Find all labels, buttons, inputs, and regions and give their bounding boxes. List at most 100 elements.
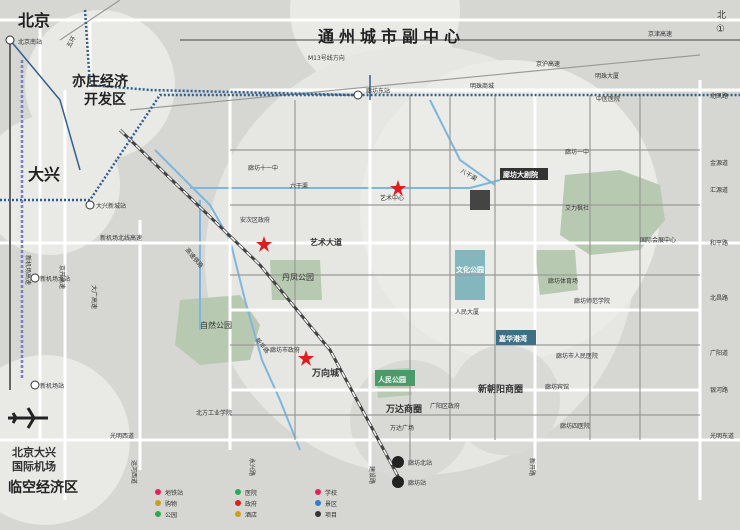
ziran-park-shape [175,295,260,365]
place-danfeng: 丹凤公园 [282,273,314,282]
langfang-inner-circle [360,60,660,360]
metro-line-a [83,9,740,97]
legend-items: 地铁站医院学校购物政府景区公园酒店项目 [155,489,337,519]
place-wanda: 万达商圈 [385,403,422,415]
gym-park-shape [535,250,578,295]
region-lingkong: 临空经济区 [8,479,78,496]
river-baqian [429,99,496,186]
station-airport-n-icon [30,273,40,283]
station-airport-new-icon [30,380,40,390]
legend-label: 酒店 [245,511,257,519]
road-jinghu: 京津高速 [648,30,672,38]
station-langfang-east: 廊坊东站 [366,87,390,95]
major-roads [0,18,740,500]
station-langfang-east-icon [353,90,363,100]
road-jianshe: 建设路 [368,466,376,484]
legend-label: 医院 [245,489,257,497]
place-plaza: 国际会展中心 [640,236,676,244]
region-tongzhou: 通州城市副中心 [318,27,465,46]
place-jiahua-bg [496,330,536,345]
airplane-icon [8,407,48,429]
place-gov: 廊坊市政府 [270,346,300,354]
minor-roads [59,0,701,460]
place-xinchao: 新朝阳商圈 [478,383,523,395]
legend-bg [150,485,390,525]
star-icon-1 [390,180,406,196]
place-wanxiang: 万向城 [311,367,339,379]
place-ziran: 自然公园 [200,320,232,330]
rivers [154,99,501,451]
legend-swatch-icon [155,500,161,506]
legend-label: 地铁站 [165,489,183,497]
station-airport-new: 新机场站 [40,382,64,390]
purple-1 [9,39,81,171]
station-airport-n: 新机场北站 [40,275,70,283]
legend-label: 学校 [325,489,337,497]
station-m13: M13号线方向 [308,54,345,62]
station-langfang: 廊坊站 [408,479,426,487]
place-jiahua: 嘉华港湾 [498,334,527,343]
gov-star-icons [256,180,406,366]
star-icon-2 [256,236,272,252]
region-airport-1: 北京大兴 [12,445,56,459]
road-beifeng: 北凤路 [710,92,728,100]
high-speed-railway-dash [119,129,401,481]
place-renmin: 人民公园 [378,375,406,384]
place-north-gym: 北方工业学院 [196,409,232,417]
legend-swatch-icon [235,489,241,495]
project-marker-bg [500,168,548,180]
road-liuqian: 六干渠 [290,182,308,190]
road-yinhe: 银河路 [710,386,728,394]
place-school2: 廊坊十一中 [248,164,278,172]
road-airport-link: 新机场北线高速 [100,234,142,242]
xinchao-circle [450,345,560,455]
road-guangming-e: 光明东道 [710,432,734,440]
road-art: 艺术大道 [310,237,342,247]
daxing-circle [0,115,120,255]
road-yunhe: 运河西道 [130,460,138,484]
road-yongxing: 永兴路 [248,458,256,476]
place-school1: 廊坊师范学院 [574,297,610,305]
metro-line-b [0,93,360,202]
place-art-center: 艺术中心 [380,194,404,202]
river-1 [154,149,301,451]
purple-lines [9,39,371,171]
place-guangyang-gov: 广阳区政府 [430,402,460,410]
stations: 北京南站 大兴新城站 新机场北站 新机场站 廊坊东站 M13号线方向 廊坊北站 … [5,35,432,488]
legend-label: 购物 [165,500,177,508]
legend-label: 景区 [325,501,337,508]
legend-swatch-icon [315,511,321,517]
station-beijing-south: 北京南站 [18,38,42,46]
danfeng-park-shape [270,260,322,300]
north-num: ① [716,24,725,35]
place-shopping: 明珠商城 [470,82,494,90]
expo-park-shape [560,170,665,255]
legend: 地铁站医院学校购物政府景区公园酒店项目 [150,485,390,525]
road-airport-exp: 新机场高速 [24,255,32,285]
place-renmin-bg [375,370,415,386]
road-beichang: 北昌路 [710,294,728,302]
road-xinkai: 新开路 [528,458,536,476]
region-beijing: 北京 [18,11,50,30]
place-wanda-plaza: 万达广场 [390,424,414,432]
road-dawu: 大广高速 [90,285,98,309]
place-anci: 安次区政府 [240,216,270,224]
road-heping: 和平路 [710,239,728,247]
road-jinghu2: 京沪高速 [536,60,560,68]
road-guangming: 光明西道 [110,432,134,440]
place-hospital1: 廊坊市人民医院 [556,352,598,360]
station-daxing-new: 大兴新城站 [96,202,126,210]
place-culture: 文化公园 [456,265,484,274]
region-airport-2: 国际机场 [12,459,56,473]
place-mingzhu: 明珠大厦 [595,72,619,80]
station-langfang-icon [392,476,404,488]
place-langfang-hotel: 廊坊宾馆 [545,383,569,391]
project-building-icon [470,190,490,210]
region-daxing: 大兴 [28,165,60,184]
station-langfang-n: 廊坊北站 [408,459,432,467]
north-mark: 北 [717,10,726,21]
place-renmin-bldg: 人民大厦 [455,308,479,316]
place-labels: 丹凤公园 自然公园 人民公园 万达商圈 万达广场 万向城 嘉华港湾 新朝阳商圈 … [196,72,676,432]
place-school3: 廊坊一中 [565,148,589,156]
